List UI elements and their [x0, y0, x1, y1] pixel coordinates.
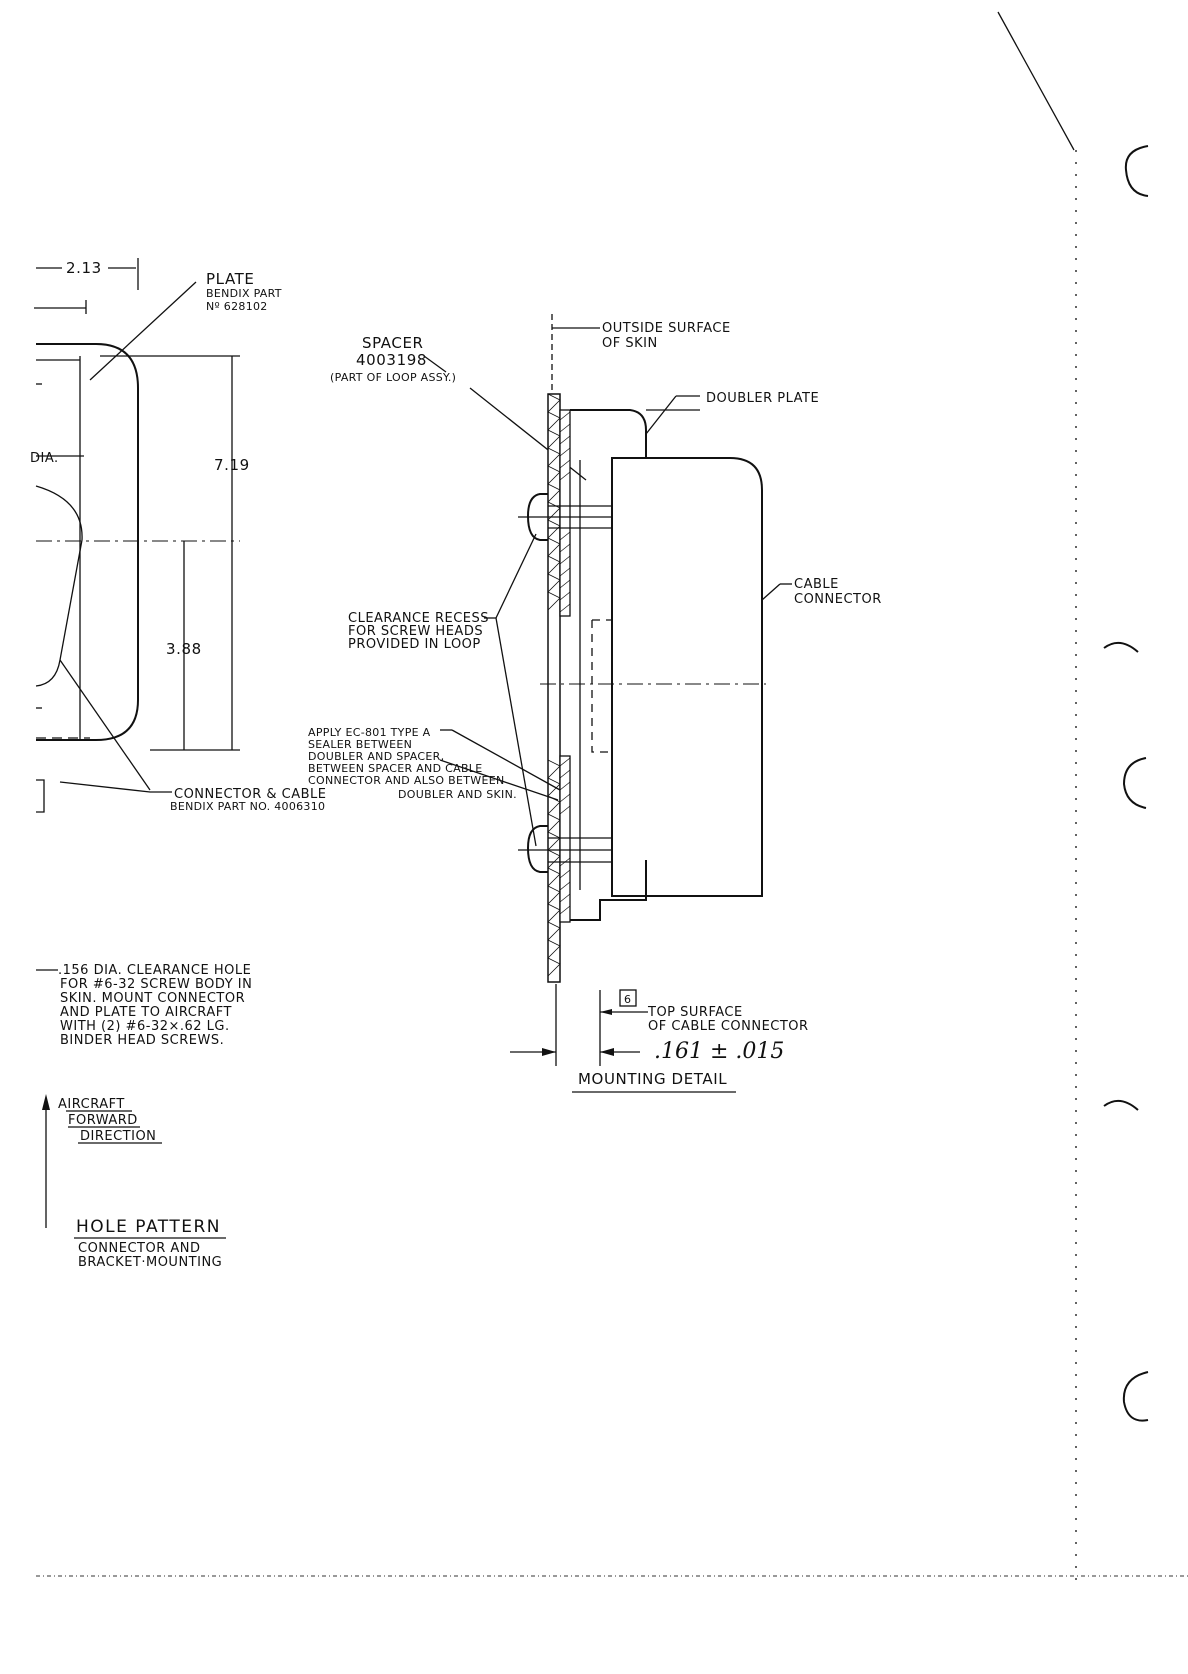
top-surface-2: OF CABLE CONNECTOR	[648, 1019, 809, 1034]
direction-1: AIRCRAFT	[58, 1097, 125, 1112]
cable-connector-body	[611, 457, 763, 897]
hole-pattern-title: HOLE PATTERN	[76, 1217, 221, 1237]
mounting-detail-view: OUTSIDE SURFACE OF SKIN SPACER 4003198 (…	[308, 314, 882, 1093]
plate-label-2: BENDIX PART	[206, 287, 282, 300]
binder-hole-1	[1124, 145, 1149, 197]
doubler-plate-label: DOUBLER PLATE	[706, 391, 819, 406]
clearance-note-6: BINDER HEAD SCREWS.	[60, 1033, 224, 1048]
spacer-label-1: SPACER	[362, 334, 424, 352]
dimension-value: .161 ± .015	[654, 1039, 784, 1064]
sealer-note-2: SEALER BETWEEN	[308, 738, 412, 751]
dim-width: 2.13	[66, 259, 102, 277]
dim-height: 7.19	[214, 456, 250, 474]
top-surface-1: TOP SURFACE	[647, 1005, 743, 1020]
hole-pattern-view: 2.13 DIA. 7.19 3.88 PLATE BENDIX PART Nº…	[30, 258, 327, 1270]
flag-box	[619, 989, 637, 1007]
binder-hole-3	[1122, 757, 1147, 809]
clearance-note-3: SKIN. MOUNT CONNECTOR	[60, 991, 245, 1006]
outside-surface-1: OUTSIDE SURFACE	[602, 321, 731, 336]
clearance-recess-1: CLEARANCE RECESS	[348, 611, 489, 626]
sealer-note-4: BETWEEN SPACER AND CABLE	[308, 762, 482, 775]
dia-fragment: DIA.	[30, 451, 59, 466]
clearance-note-2: FOR #6-32 SCREW BODY IN	[60, 977, 252, 992]
screw-head-upper	[526, 493, 548, 541]
spacer-label-3: (PART OF LOOP ASSY.)	[330, 371, 456, 384]
mounting-detail-title: MOUNTING DETAIL	[578, 1070, 727, 1088]
outside-surface-2: OF SKIN	[602, 336, 658, 351]
clearance-recess-2: FOR SCREW HEADS	[348, 624, 483, 639]
cable-connector-2: CONNECTOR	[794, 592, 882, 607]
plate-label-3: Nº 628102	[206, 300, 268, 313]
clearance-note-5: WITH (2) #6-32×.62 LG.	[60, 1019, 230, 1034]
spacer-lower	[559, 755, 571, 923]
clearance-note-1: .156 DIA. CLEARANCE HOLE	[58, 963, 251, 978]
sealer-note-3: DOUBLER AND SPACER,	[308, 750, 444, 763]
screw-head-lower	[526, 825, 548, 873]
binder-hole-4	[1103, 1099, 1139, 1111]
spacer-label-2: 4003198	[356, 351, 427, 369]
clearance-recess-3: PROVIDED IN LOOP	[348, 637, 481, 652]
sealer-note-5: CONNECTOR AND ALSO BETWEEN	[308, 774, 504, 787]
connector-label-1: CONNECTOR & CABLE	[174, 787, 327, 802]
direction-2: FORWARD	[68, 1113, 138, 1128]
arrow-up-icon	[42, 1094, 50, 1110]
binder-hole-5	[1122, 1371, 1149, 1422]
sealer-note-1: APPLY EC-801 TYPE A	[308, 726, 431, 739]
flag-symbol: 6	[624, 993, 631, 1006]
spacer-upper	[559, 409, 571, 617]
hole-pattern-subtitle-1: CONNECTOR AND	[78, 1241, 201, 1256]
connector-label-2: BENDIX PART NO. 4006310	[170, 800, 325, 813]
dim-center: 3.88	[166, 640, 202, 658]
direction-3: DIRECTION	[80, 1129, 156, 1144]
hole-pattern-subtitle-2: BRACKET·MOUNTING	[78, 1255, 222, 1270]
binder-hole-2	[1103, 641, 1139, 653]
cable-connector-1: CABLE	[794, 577, 839, 592]
aircraft-skin	[547, 393, 561, 983]
sealer-note-6: DOUBLER AND SKIN.	[398, 788, 517, 801]
clearance-note-4: AND PLATE TO AIRCRAFT	[60, 1005, 232, 1020]
plate-label-1: PLATE	[206, 270, 254, 288]
sheet-edge	[36, 11, 1188, 1590]
